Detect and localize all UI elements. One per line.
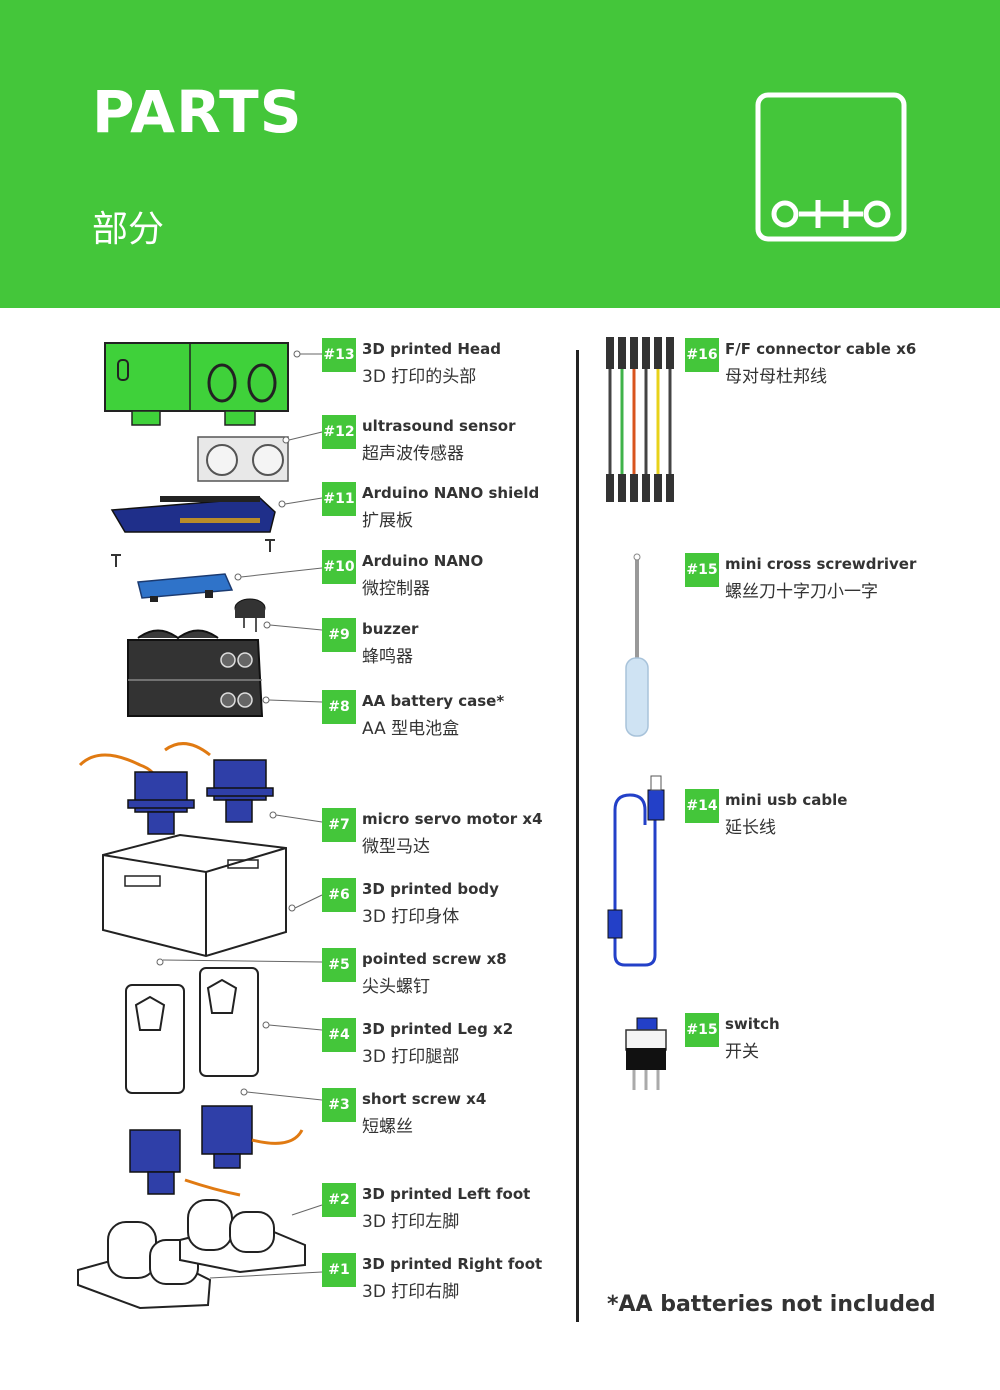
part-name-en: 3D printed body [362, 880, 499, 898]
part-name-en: micro servo motor x4 [362, 810, 543, 828]
part-number-tag: #3 [322, 1088, 356, 1122]
part-name-en: AA battery case* [362, 692, 505, 710]
part-number-tag: #13 [322, 338, 356, 372]
part-name-en: ultrasound sensor [362, 417, 516, 435]
part-name-en: pointed screw x8 [362, 950, 507, 968]
nano-illustration [137, 573, 234, 602]
usb-cable-illustration [607, 775, 665, 967]
page-subtitle: 部分 [92, 209, 165, 250]
part-name-en: 3D printed Left foot [362, 1185, 531, 1203]
part-name-en: 3D printed Right foot [362, 1255, 543, 1273]
head-illustration [104, 342, 289, 426]
part-number-tag: #11 [322, 482, 356, 516]
footnote: *AA batteries not included [607, 1292, 936, 1317]
otto-logo [755, 92, 907, 242]
buzzer-illustration [234, 598, 266, 632]
dupont-connectors [606, 337, 674, 502]
part-number-tag: #15 [685, 553, 719, 587]
part-name-zh: 开关 [725, 1042, 759, 1062]
part-number-tag: #16 [685, 338, 719, 372]
part-name-zh: 尖头螺钉 [362, 977, 430, 997]
part-name-en: mini usb cable [725, 791, 848, 809]
part-name-en: buzzer [362, 620, 419, 638]
feet-illustration [77, 1199, 306, 1310]
legs-illustration [125, 967, 259, 1094]
part-name-zh: 超声波传感器 [362, 444, 464, 464]
part-number-tag: #10 [322, 550, 356, 584]
part-number-tag: #5 [322, 948, 356, 982]
leader-lines [156, 350, 323, 1279]
part-name-zh: 微型马达 [362, 837, 430, 857]
part-name-zh: 微控制器 [362, 579, 430, 599]
body-box-illustration [102, 833, 287, 958]
part-name-en: F/F connector cable x6 [725, 340, 917, 358]
ultrasound-illustration [197, 436, 289, 482]
part-number-tag: #14 [685, 789, 719, 823]
battery-case-illustration [127, 629, 264, 717]
part-number-tag: #8 [322, 690, 356, 724]
part-number-tag: #12 [322, 415, 356, 449]
page-title: PARTS [92, 78, 303, 146]
part-name-zh: 3D 打印身体 [362, 907, 460, 927]
switch-illustration [625, 1017, 667, 1090]
part-number-tag: #15 [685, 1013, 719, 1047]
part-name-en: 3D printed Head [362, 340, 501, 358]
part-number-tag: #6 [322, 878, 356, 912]
header-banner: PARTS 部分 [0, 0, 1000, 308]
part-name-en: switch [725, 1015, 780, 1033]
part-name-zh: AA 型电池盒 [362, 719, 460, 739]
dupont-cables-illustration [608, 360, 672, 480]
part-number-tag: #4 [322, 1018, 356, 1052]
part-name-zh: 扩展板 [362, 511, 413, 531]
part-name-zh: 母对母杜邦线 [725, 367, 827, 387]
part-name-zh: 螺丝刀十字刀小一字 [725, 582, 878, 602]
part-number-tag: #2 [322, 1183, 356, 1217]
part-name-en: Arduino NANO [362, 552, 484, 570]
screwdriver-illustration [625, 553, 649, 737]
part-name-en: short screw x4 [362, 1090, 487, 1108]
part-name-zh: 蜂鸣器 [362, 647, 413, 667]
part-name-zh: 3D 打印左脚 [362, 1212, 460, 1232]
part-number-tag: #1 [322, 1253, 356, 1287]
part-number-tag: #7 [322, 808, 356, 842]
servo-pair-top-illustration [78, 742, 274, 835]
part-number-tag: #9 [322, 618, 356, 652]
screws-small-illustration [111, 539, 275, 567]
servo-pair-bottom-illustration [129, 1105, 304, 1197]
part-name-zh: 3D 打印腿部 [362, 1047, 460, 1067]
part-name-en: Arduino NANO shield [362, 484, 540, 502]
part-name-en: 3D printed Leg x2 [362, 1020, 514, 1038]
part-name-zh: 3D 打印的头部 [362, 367, 477, 387]
part-name-en: mini cross screwdriver [725, 555, 917, 573]
part-name-zh: 3D 打印右脚 [362, 1282, 460, 1302]
column-divider [576, 350, 579, 1322]
part-name-zh: 短螺丝 [362, 1117, 413, 1137]
part-name-zh: 延长线 [725, 818, 776, 838]
nano-shield-illustration [110, 496, 276, 533]
